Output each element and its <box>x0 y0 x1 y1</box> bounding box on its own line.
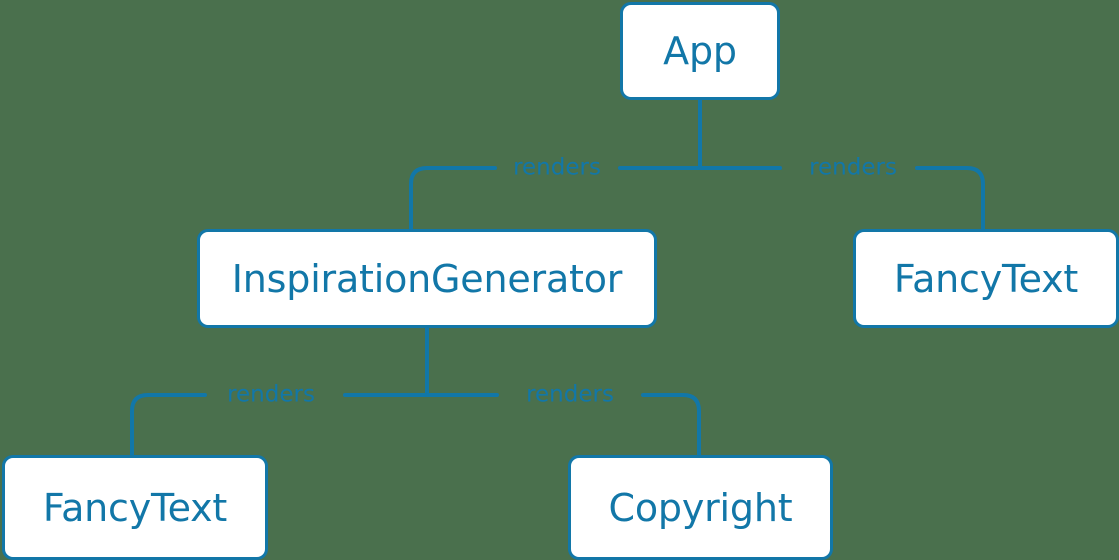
node-copyright[interactable]: Copyright <box>568 455 833 560</box>
node-fancytext-left[interactable]: FancyText <box>2 455 268 560</box>
node-copyright-label: Copyright <box>608 485 793 530</box>
edge-inspirationgenerator-to-fancytext-right <box>130 393 207 457</box>
edge-app-to-fancytext-right <box>915 166 985 231</box>
edge-inspirationgenerator-to-copyright-right <box>641 393 701 457</box>
node-app-label: App <box>663 29 737 73</box>
edge-label-app-fancytext: renders <box>809 154 897 181</box>
node-fancytext-left-label: FancyText <box>42 485 228 530</box>
edge-label-inspirationgenerator-fancytext: renders <box>227 381 315 408</box>
node-fancytext-right-label: FancyText <box>893 256 1079 301</box>
node-app[interactable]: App <box>620 2 780 100</box>
edge-label-app-inspirationgenerator: renders <box>513 154 601 181</box>
node-inspirationgenerator[interactable]: InspirationGenerator <box>197 229 657 328</box>
node-fancytext-right[interactable]: FancyText <box>853 229 1119 328</box>
edge-label-inspirationgenerator-copyright: renders <box>526 381 614 408</box>
node-inspirationgenerator-label: InspirationGenerator <box>231 256 623 301</box>
edge-app-to-inspirationgenerator-right <box>409 166 497 231</box>
